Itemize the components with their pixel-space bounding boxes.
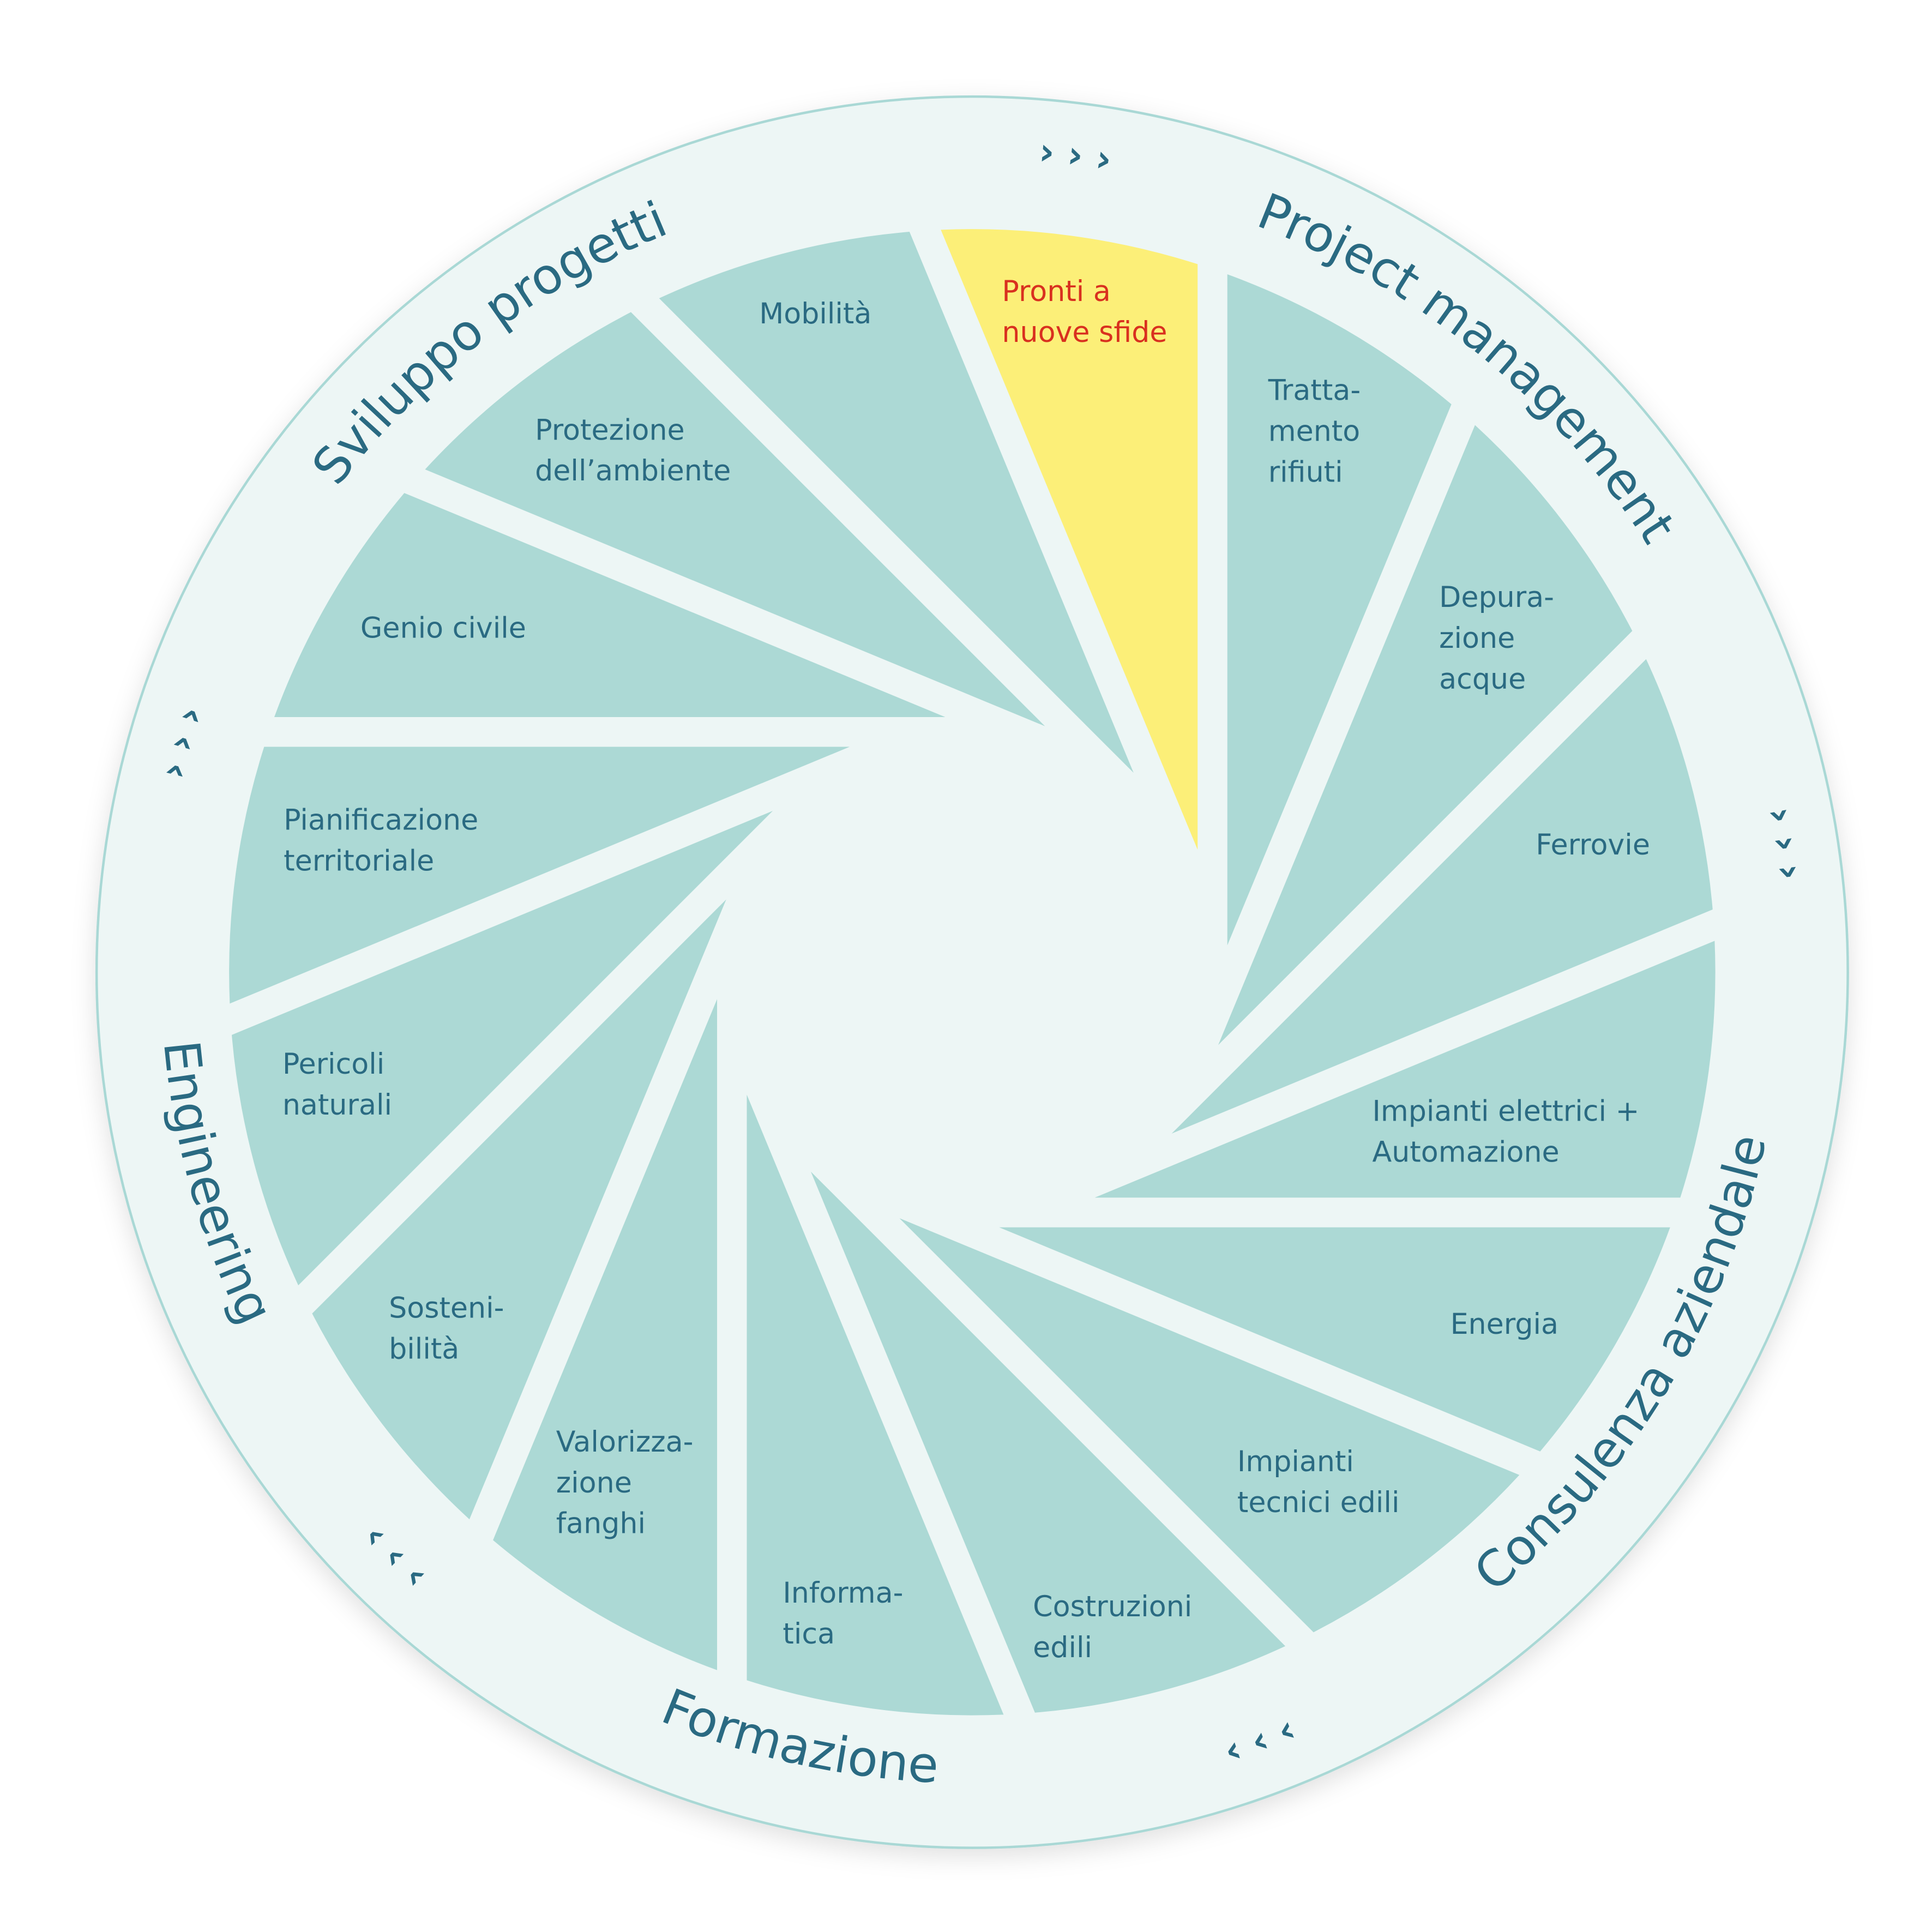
blade[interactable] xyxy=(287,899,908,1520)
segment-label-sostenibilita[interactable]: Sosteni-bilità xyxy=(389,1292,504,1366)
blade[interactable] xyxy=(747,1094,1004,1716)
blade[interactable] xyxy=(810,1073,1286,1745)
blade[interactable] xyxy=(659,200,1134,871)
blade[interactable] xyxy=(990,274,1465,946)
segment-label-mobilita[interactable]: Mobilità xyxy=(759,298,871,330)
blade[interactable] xyxy=(899,1037,1520,1657)
blade[interactable] xyxy=(274,480,946,955)
segment-label-ferrovie[interactable]: Ferrovie xyxy=(1536,829,1650,862)
blade[interactable] xyxy=(229,747,850,1004)
blade-highlight[interactable] xyxy=(941,229,1198,850)
outer-disc xyxy=(95,95,1849,1849)
blade[interactable] xyxy=(1073,659,1745,1134)
blade[interactable] xyxy=(480,999,955,1671)
segment-label-energia[interactable]: Energia xyxy=(1450,1308,1558,1341)
aperture-blades xyxy=(200,200,1745,1745)
chevron-right-icon: › › › xyxy=(1037,130,1115,182)
segment-label-informatica[interactable]: Informa-tica xyxy=(783,1577,903,1651)
blade[interactable] xyxy=(425,287,1045,908)
blade[interactable] xyxy=(1037,425,1657,1045)
segment-label-genio-civile[interactable]: Genio civile xyxy=(360,612,526,645)
blade[interactable] xyxy=(1094,941,1716,1198)
blade[interactable] xyxy=(999,990,1671,1465)
blade[interactable] xyxy=(200,810,871,1286)
segment-label-impianti-elettrici[interactable]: Impianti elettrici +Automazione xyxy=(1372,1095,1639,1169)
